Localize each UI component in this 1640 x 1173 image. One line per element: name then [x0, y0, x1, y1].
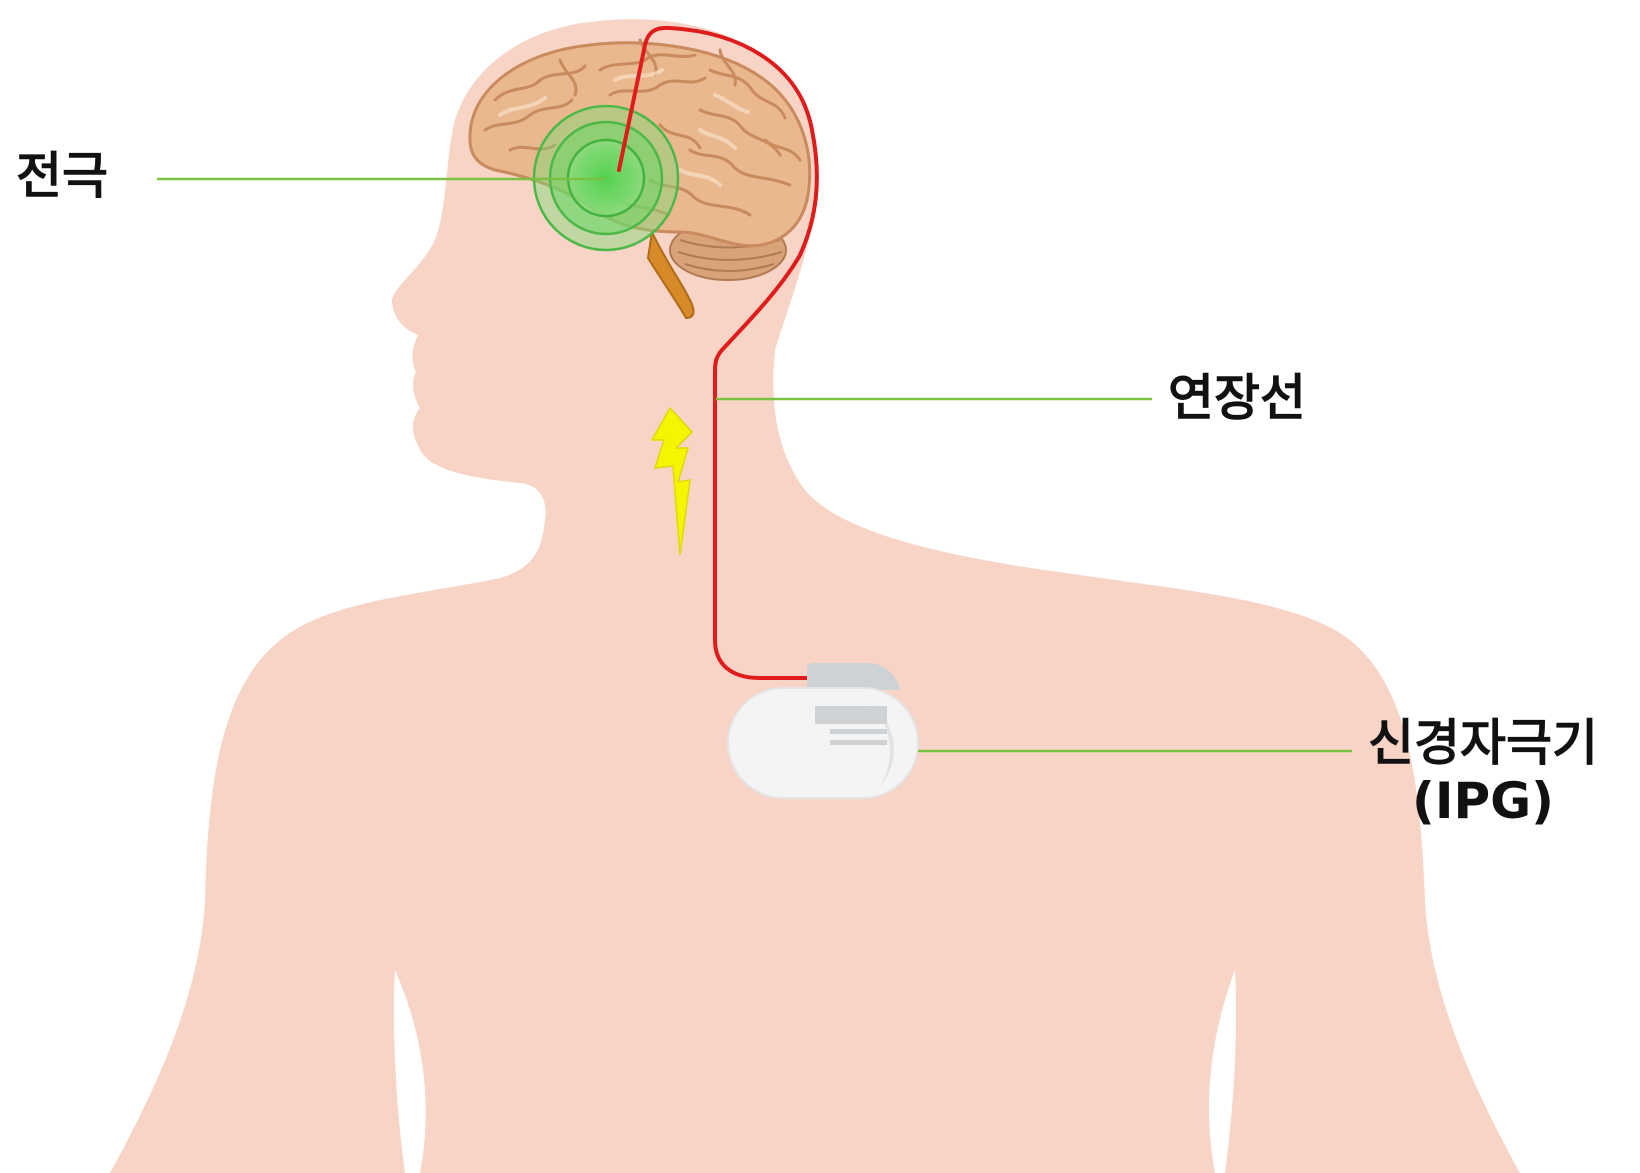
- label-ipg-line-1: 신경자극기: [1368, 715, 1598, 773]
- ipg-label-line-2: [830, 740, 887, 745]
- label-ipg-line-2: (IPG): [1368, 773, 1598, 831]
- label-extension-wire: 연장선: [1168, 370, 1306, 428]
- ipg-body: [728, 688, 918, 798]
- label-ipg: 신경자극기 (IPG): [1368, 715, 1598, 830]
- ipg-label-bar: [815, 706, 887, 724]
- label-electrode: 전극: [16, 148, 108, 206]
- ipg-label-line-1: [830, 729, 887, 734]
